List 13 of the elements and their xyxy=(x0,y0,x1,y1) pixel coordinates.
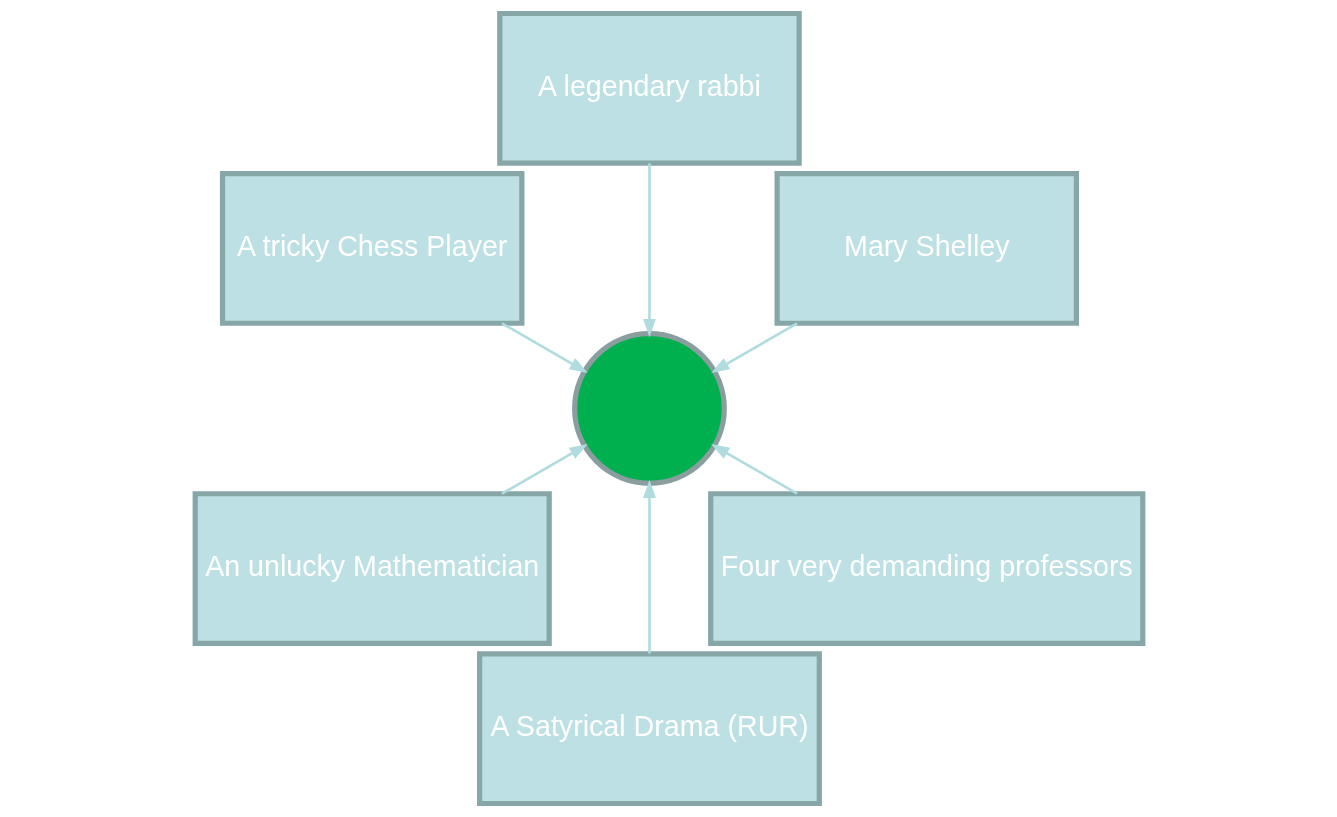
arrow xyxy=(500,444,588,495)
arrow xyxy=(710,322,798,373)
node-box: Four very demanding professors xyxy=(707,491,1145,647)
node-box: A legendary rabbi xyxy=(496,10,802,166)
arrow xyxy=(642,479,656,654)
arrow xyxy=(500,322,588,373)
node-circle xyxy=(571,331,727,486)
node-box: Mary Shelley xyxy=(774,170,1079,326)
node-box: An unlucky Mathematician xyxy=(192,491,552,647)
arrow xyxy=(642,163,656,338)
node-box: A tricky Chess Player xyxy=(219,170,524,326)
node-box: A Satyrical Drama (RUR) xyxy=(476,651,822,807)
arrow xyxy=(710,444,798,495)
